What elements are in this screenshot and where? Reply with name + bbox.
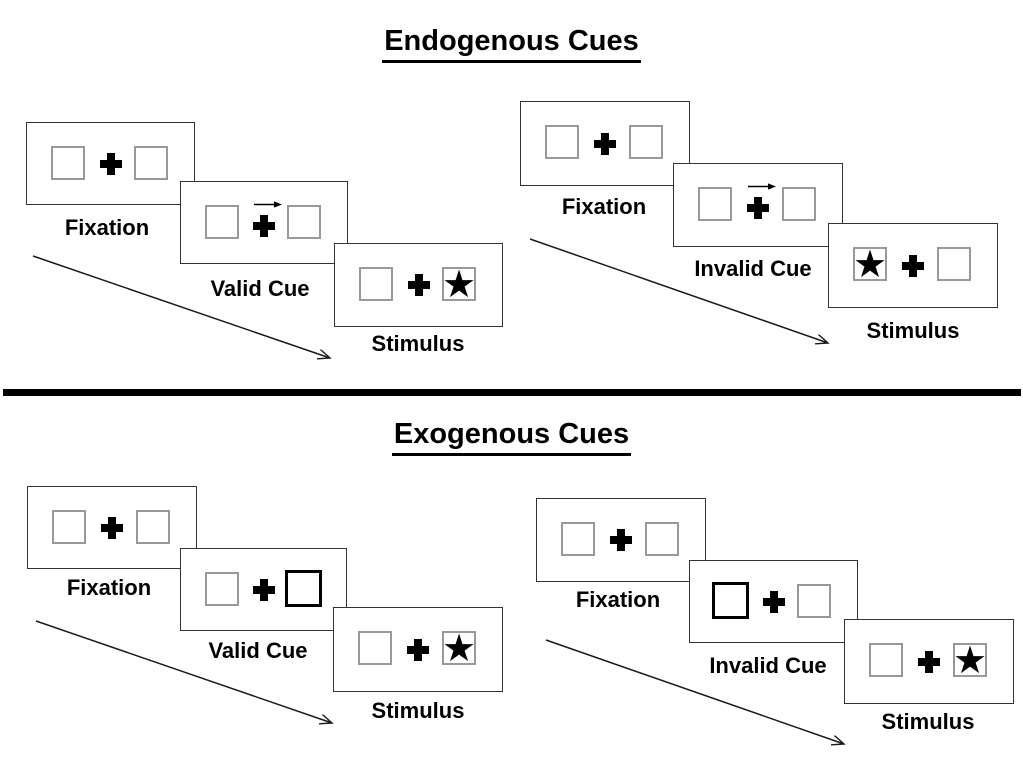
section-title-exogenous: Exogenous Cues [0, 418, 1023, 456]
panel-label: Stimulus [371, 331, 465, 356]
star-icon: ★ [852, 242, 888, 286]
panel-label: Valid Cue [210, 276, 310, 301]
endogenous-invalid-cue-screen [673, 163, 843, 247]
timeline-arrow-icon [32, 255, 342, 368]
target-star-box: ★ [952, 638, 988, 682]
section-divider [3, 389, 1021, 396]
panel-label: Fixation [64, 215, 150, 240]
cue-highlight-box [712, 582, 749, 619]
timeline-arrow-icon [545, 639, 851, 752]
exogenous-invalid-cue-screen [689, 560, 858, 643]
section-title-endogenous-text: Endogenous Cues [382, 25, 641, 63]
panel-label: Valid Cue [208, 638, 308, 663]
left-placeholder-box [359, 267, 393, 301]
star-icon: ★ [441, 262, 477, 306]
cue-arrow-icon [254, 201, 282, 208]
endogenous-invalid-stimulus-screen: ★ [828, 223, 998, 308]
fixation-cross-icon [610, 529, 632, 551]
star-icon: ★ [952, 638, 988, 682]
target-star-box: ★ [441, 262, 477, 306]
panel-label: Stimulus [866, 318, 960, 343]
left-placeholder-box [869, 643, 903, 677]
left-placeholder-box [205, 572, 239, 606]
cue-highlight-box [285, 570, 322, 607]
exogenous-invalid-fixation-screen [536, 498, 706, 582]
exogenous-valid-fixation-screen [27, 486, 197, 569]
section-title-endogenous: Endogenous Cues [0, 25, 1023, 63]
right-placeholder-box [287, 205, 321, 239]
fixation-cross-icon [902, 254, 924, 277]
target-star-box: ★ [852, 242, 888, 286]
fixation-cross-icon [918, 650, 940, 673]
cue-arrow-icon [748, 183, 776, 190]
right-placeholder-box [134, 146, 168, 180]
fixation-cross-icon [253, 214, 275, 237]
section-title-exogenous-text: Exogenous Cues [391, 418, 632, 456]
right-placeholder-box [782, 187, 816, 221]
endogenous-valid-stimulus-screen: ★ [334, 243, 503, 327]
right-placeholder-box [629, 125, 663, 159]
timeline-arrow-icon [529, 238, 835, 351]
timeline-arrow-icon [35, 620, 339, 731]
panel-label: Invalid Cue [694, 256, 812, 281]
left-placeholder-box [358, 631, 392, 665]
panel-label: Stimulus [371, 698, 465, 723]
panel-label: Fixation [561, 194, 647, 219]
fixation-cross-icon [594, 132, 616, 155]
right-placeholder-box [645, 522, 679, 556]
fixation-cross-icon [99, 152, 122, 175]
fixation-cross-icon [762, 590, 785, 613]
left-placeholder-box [545, 125, 579, 159]
fixation-cross-icon [747, 197, 769, 219]
right-placeholder-box [136, 510, 170, 544]
fixation-cross-icon [101, 516, 123, 539]
left-placeholder-box [205, 205, 239, 239]
right-placeholder-box [937, 247, 971, 281]
panel-label: Invalid Cue [709, 653, 827, 678]
left-placeholder-box [52, 510, 86, 544]
left-placeholder-box [561, 522, 595, 556]
target-star-box: ★ [441, 626, 477, 670]
exogenous-invalid-stimulus-screen: ★ [844, 619, 1014, 704]
star-icon: ★ [441, 626, 477, 670]
panel-label: Stimulus [881, 709, 975, 734]
panel-label: Fixation [575, 587, 661, 612]
exogenous-valid-stimulus-screen: ★ [333, 607, 503, 692]
fixation-cross-icon [252, 578, 275, 601]
endogenous-valid-fixation-screen [26, 122, 195, 205]
endogenous-valid-cue-screen [180, 181, 348, 264]
left-placeholder-box [51, 146, 85, 180]
left-placeholder-box [698, 187, 732, 221]
exogenous-valid-cue-screen [180, 548, 347, 631]
panel-label: Fixation [66, 575, 152, 600]
fixation-cross-icon [407, 638, 429, 661]
endogenous-invalid-fixation-screen [520, 101, 690, 186]
fixation-cross-icon [407, 274, 430, 296]
right-placeholder-box [797, 584, 831, 618]
